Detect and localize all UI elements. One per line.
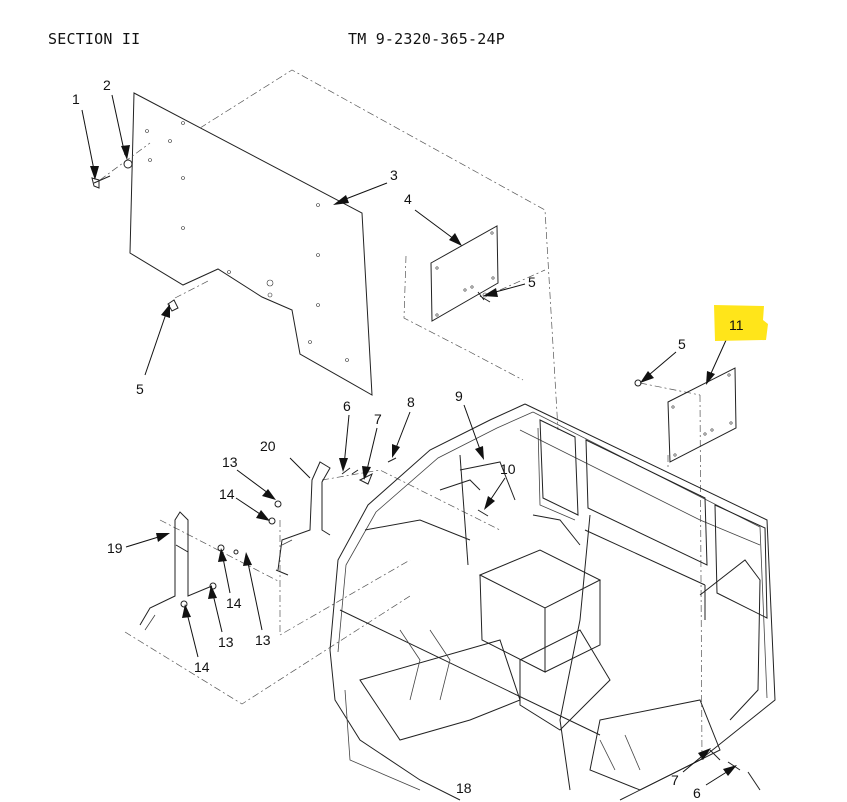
callout-20: 20: [260, 438, 276, 454]
handrail-right: [275, 461, 331, 576]
callout-14-middle: 14: [226, 595, 242, 611]
callout-7-upper: 7: [374, 411, 382, 427]
callout-8: 8: [407, 394, 415, 410]
callout-1: 1: [72, 91, 80, 107]
callout-13-upper: 13: [222, 454, 238, 470]
fasteners: [91, 159, 761, 791]
callout-5-rear-panel: 5: [136, 381, 144, 397]
callout-5-panel-11: 5: [678, 336, 686, 352]
section-heading: SECTION II: [48, 30, 141, 48]
rear-cab-panel: [129, 92, 373, 396]
callout-highlight: [714, 305, 768, 341]
callout-14-lower: 14: [194, 659, 210, 675]
callout-14-upper: 14: [219, 486, 235, 502]
callout-2: 2: [103, 77, 111, 93]
cab-frame: [329, 403, 776, 801]
callout-18: 18: [456, 780, 472, 796]
callout-13-right: 13: [255, 632, 271, 648]
callout-11: 11: [729, 317, 744, 333]
callout-labels: 1 2 3 4 5 5 5 11 6 7 8 9 10 20 13 14 19 …: [72, 77, 744, 801]
small-access-panel: [430, 225, 499, 322]
leader-lines: [81, 94, 737, 786]
callout-4: 4: [404, 191, 412, 207]
callout-5-panel-4: 5: [528, 274, 536, 290]
callout-9: 9: [455, 388, 463, 404]
callout-3: 3: [390, 167, 398, 183]
callout-19: 19: [107, 540, 123, 556]
callout-7-lower: 7: [671, 772, 679, 788]
callout-6-upper: 6: [343, 398, 351, 414]
projection-lines: [99, 69, 703, 761]
callout-13-lower: 13: [218, 634, 234, 650]
callout-6-lower: 6: [693, 785, 701, 801]
small-access-panel-11: [667, 367, 737, 463]
handrail-left: [139, 511, 213, 631]
callout-10: 10: [500, 461, 516, 477]
technical-manual-number: TM 9-2320-365-24P: [348, 30, 505, 48]
